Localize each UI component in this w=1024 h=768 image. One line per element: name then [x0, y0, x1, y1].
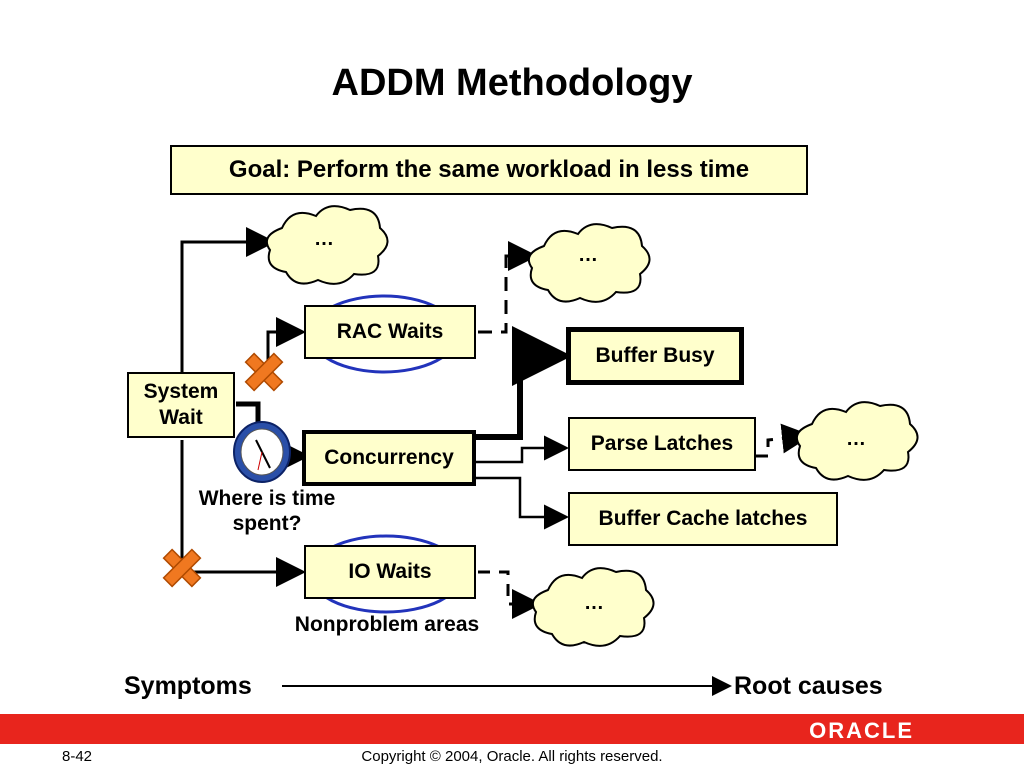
connector-rac-cloud [478, 241, 538, 334]
goal-box: Goal: Perform the same workload in less … [170, 145, 808, 195]
where-time-spent-label: Where is time spent? [198, 487, 336, 535]
nonproblem-areas-label: Nonproblem areas [294, 613, 480, 636]
symptoms-label: Symptoms [124, 672, 252, 700]
copyright-text: Copyright © 2004, Oracle. All rights res… [361, 748, 663, 765]
system-wait-box: System Wait [127, 372, 235, 438]
connector-buffer-busy [476, 326, 572, 440]
io-waits-label: IO Waits [348, 560, 432, 583]
page-number: 8-42 [62, 748, 93, 765]
root-causes-label: Root causes [734, 672, 883, 700]
connector-parse [476, 435, 569, 464]
system-wait-label: System Wait [143, 380, 219, 429]
buffer-busy-label: Buffer Busy [595, 344, 715, 367]
cloud-icon [266, 205, 389, 285]
x-mark-icon [244, 352, 284, 392]
cloud-top-label: … [314, 228, 334, 250]
parse-latches-box: Parse Latches [568, 417, 756, 471]
concurrency-box: Concurrency [302, 430, 476, 486]
connector-io-cloud [478, 570, 542, 619]
io-waits-box: IO Waits [304, 545, 476, 599]
cloud-icon [528, 223, 651, 303]
x-mark-icon [162, 548, 202, 588]
buffer-cache-latches-label: Buffer Cache latches [598, 507, 808, 530]
cloud-rac-label: … [578, 244, 598, 266]
cloud-icon [532, 567, 655, 647]
rac-waits-box: RAC Waits [304, 305, 476, 359]
page-title: ADDM Methodology [331, 62, 693, 104]
oracle-logo: ORACLE [809, 718, 914, 743]
buffer-cache-latches-box: Buffer Cache latches [568, 492, 838, 546]
clock-icon [233, 421, 291, 483]
connector-parse-cloud [756, 423, 812, 458]
footer-red-bar [0, 714, 1024, 744]
rac-waits-label: RAC Waits [336, 320, 444, 343]
cloud-parse-label: … [846, 428, 866, 450]
goal-label: Goal: Perform the same workload in less … [228, 156, 750, 183]
parse-latches-label: Parse Latches [590, 432, 734, 455]
connector-trunk [180, 227, 276, 378]
concurrency-label: Concurrency [324, 446, 454, 469]
cloud-io-label: … [584, 592, 604, 614]
buffer-busy-box: Buffer Busy [566, 327, 744, 385]
cloud-icon [796, 401, 919, 481]
connector-buffer-cache [476, 476, 569, 530]
